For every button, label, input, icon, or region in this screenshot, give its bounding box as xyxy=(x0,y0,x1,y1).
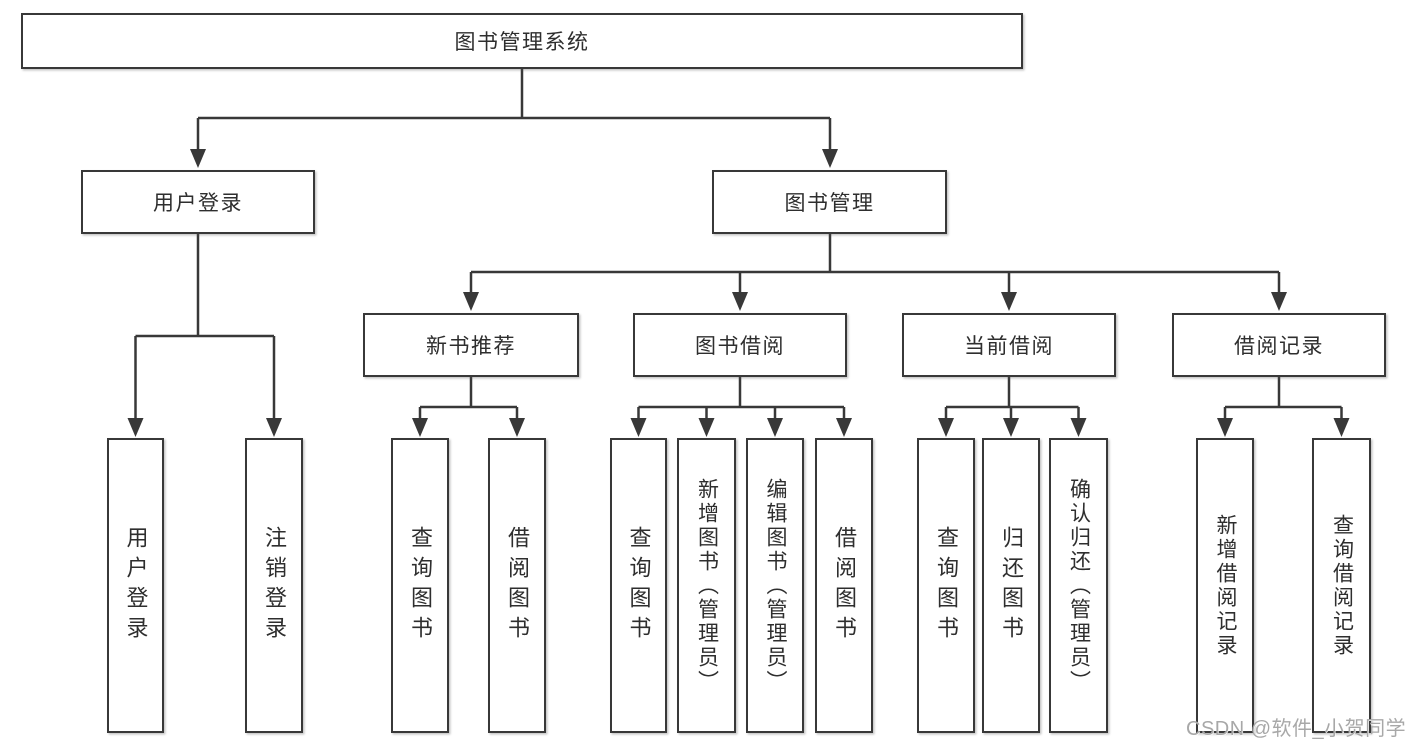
leaf-borrow-books-recommend: 借阅图书 xyxy=(488,438,546,733)
leaf-confirm-return-admin-label: 确认归还（管理员） xyxy=(1067,477,1091,694)
node-new-book-recommendation-label: 新书推荐 xyxy=(426,335,516,358)
node-library-management-system-label: 图书管理系统 xyxy=(454,31,590,54)
csdn-watermark: CSDN @软件_小贺同学 xyxy=(1186,718,1405,740)
leaf-query-books-borrowing-label: 查询图书 xyxy=(626,525,652,646)
node-library-management-system: 图书管理系统 xyxy=(21,13,1023,69)
node-book-management-label: 图书管理 xyxy=(784,192,875,215)
leaf-query-borrow-record-label: 查询借阅记录 xyxy=(1330,513,1354,658)
leaf-logout-login-label: 注销登录 xyxy=(262,525,287,646)
leaf-edit-books-admin-label: 编辑图书（管理员） xyxy=(764,477,787,694)
node-current-borrowing-label: 当前借阅 xyxy=(964,335,1054,358)
leaf-query-books-borrowing: 查询图书 xyxy=(610,438,667,733)
leaf-query-borrow-record: 查询借阅记录 xyxy=(1312,438,1371,733)
node-borrowing-records-label: 借阅记录 xyxy=(1234,335,1324,358)
leaf-user-login-label: 用户登录 xyxy=(123,525,149,646)
node-book-management: 图书管理 xyxy=(712,170,947,234)
leaf-confirm-return-admin: 确认归还（管理员） xyxy=(1049,438,1108,733)
leaf-borrow-books-label: 借阅图书 xyxy=(832,525,857,646)
leaf-add-borrow-record-label: 新增借阅记录 xyxy=(1214,513,1237,658)
leaf-query-books-recommend-label: 查询图书 xyxy=(408,525,433,646)
leaf-query-books-recommend: 查询图书 xyxy=(391,438,449,733)
leaf-add-books-admin: 新增图书（管理员） xyxy=(677,438,736,733)
leaf-user-login: 用户登录 xyxy=(107,438,164,733)
leaf-add-books-admin-label: 新增图书（管理员） xyxy=(695,477,719,694)
arrowheads xyxy=(127,149,1350,437)
node-book-borrowing-label: 图书借阅 xyxy=(695,335,785,358)
node-current-borrowing: 当前借阅 xyxy=(902,313,1116,377)
leaf-borrow-books: 借阅图书 xyxy=(815,438,873,733)
leaf-query-books-current-label: 查询图书 xyxy=(934,525,959,646)
leaf-return-books-label: 归还图书 xyxy=(999,525,1024,646)
node-book-borrowing: 图书借阅 xyxy=(633,313,847,377)
leaf-query-books-current: 查询图书 xyxy=(917,438,975,733)
leaf-return-books: 归还图书 xyxy=(982,438,1040,733)
connector-paths xyxy=(134,69,1343,421)
leaf-borrow-books-recommend-label: 借阅图书 xyxy=(505,525,530,646)
node-user-login-label: 用户登录 xyxy=(153,192,243,215)
leaf-edit-books-admin: 编辑图书（管理员） xyxy=(746,438,804,733)
leaf-add-borrow-record: 新增借阅记录 xyxy=(1196,438,1254,733)
node-borrowing-records: 借阅记录 xyxy=(1172,313,1386,377)
node-user-login: 用户登录 xyxy=(81,170,315,234)
node-new-book-recommendation: 新书推荐 xyxy=(363,313,579,377)
leaf-logout-login: 注销登录 xyxy=(245,438,303,733)
